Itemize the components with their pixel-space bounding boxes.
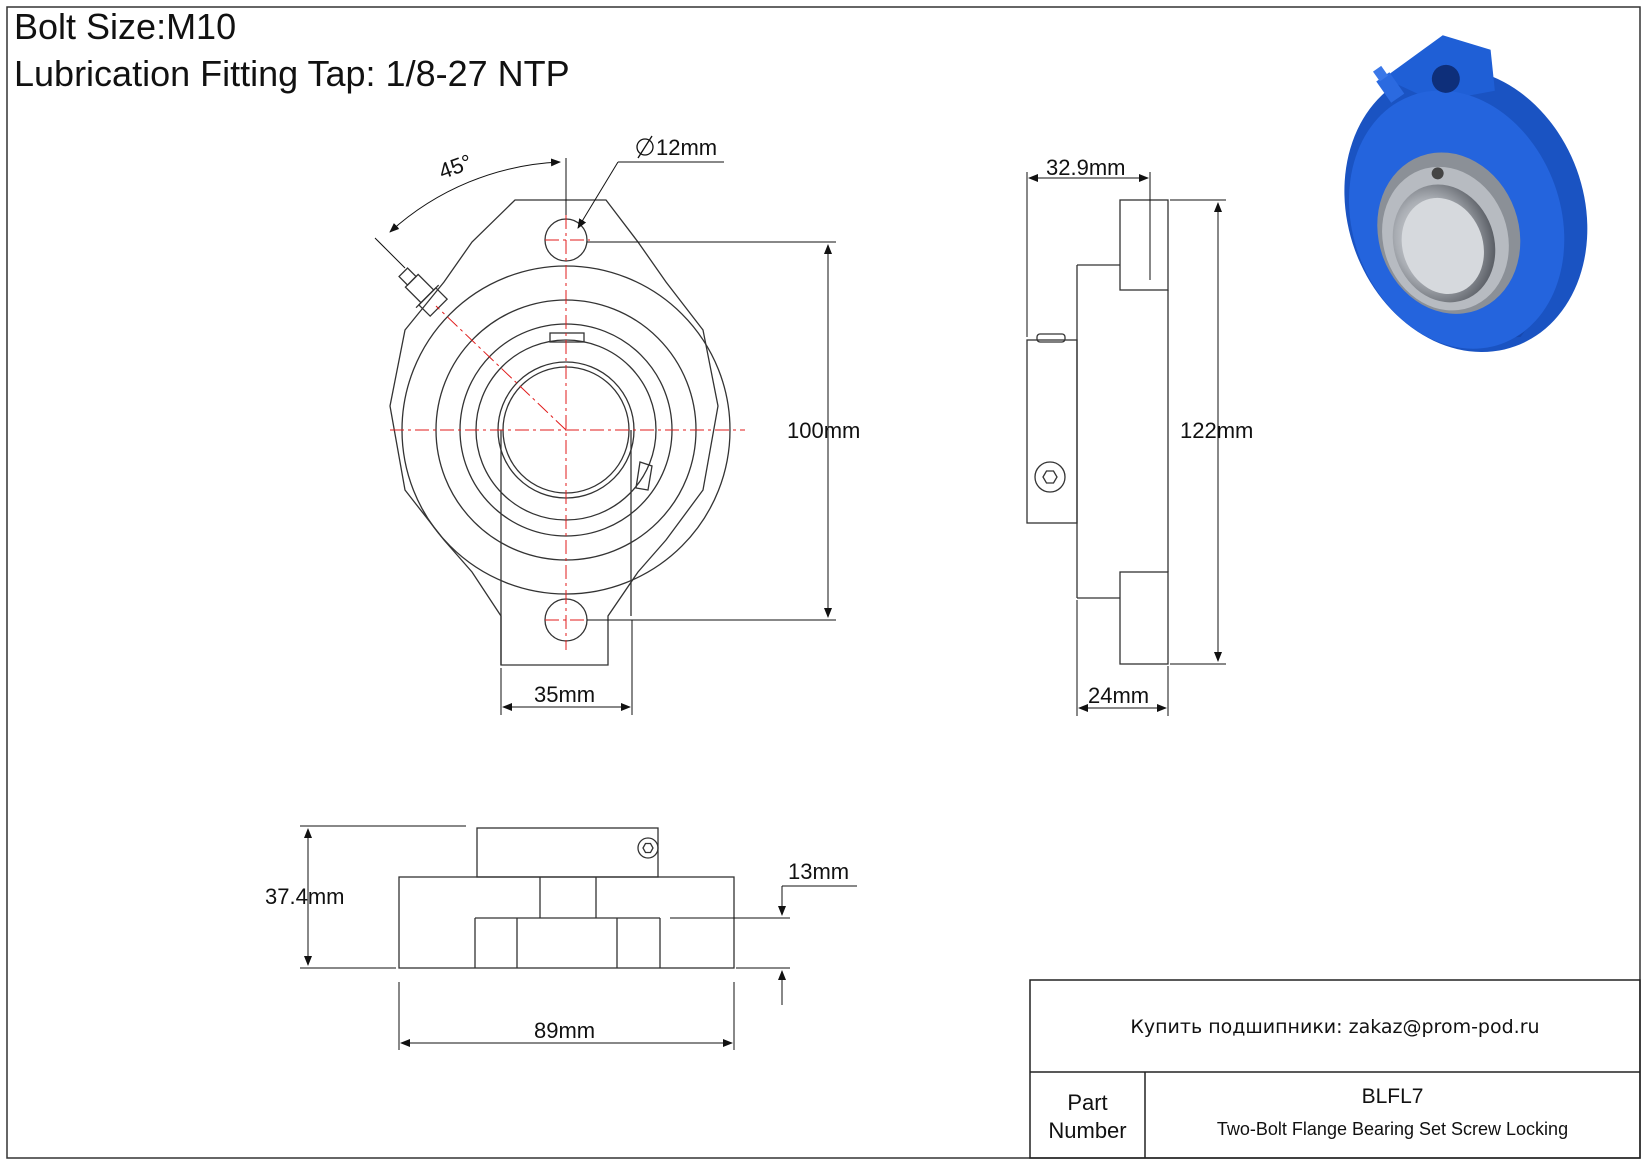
- hole-diameter-label: 12mm: [636, 135, 717, 160]
- title-block: [1029, 979, 1641, 1159]
- flange-thickness-label: 24mm: [1088, 683, 1149, 708]
- top-dimensions: [300, 825, 857, 1050]
- side-view: [1026, 199, 1169, 665]
- part-label-line1: Part: [1067, 1090, 1108, 1115]
- base-thickness-label: 13mm: [788, 859, 849, 884]
- flange-outline: [389, 199, 719, 666]
- lubrication-label: Lubrication Fitting Tap: 1/8-27 NTP: [14, 53, 570, 94]
- sheet-border: [6, 6, 1641, 1159]
- bolt-spacing-label: 100mm: [787, 418, 860, 443]
- center-lines: [390, 215, 745, 650]
- length-label: 89mm: [534, 1018, 595, 1043]
- part-label-line2: Number: [1048, 1118, 1127, 1143]
- part-number: BLFL7: [1361, 1085, 1424, 1108]
- overall-height-label: 122mm: [1180, 418, 1253, 443]
- front-dimensions: [374, 158, 836, 715]
- order-contact-text: Купить подшипники: zakaz@prom-pod.ru: [1130, 1016, 1540, 1038]
- total-height-label: 37.4mm: [265, 884, 344, 909]
- svg-text:12mm: 12mm: [656, 135, 717, 160]
- angle-label: 45°: [435, 149, 475, 184]
- top-view: [398, 827, 735, 969]
- grease-nipple-3d: [1372, 65, 1405, 103]
- flange-width-label: 35mm: [534, 682, 595, 707]
- overall-width-label: 32.9mm: [1046, 155, 1125, 180]
- side-dimensions: [1026, 172, 1226, 716]
- front-view: [389, 199, 731, 666]
- bolt-size-label: Bolt Size:M10: [14, 6, 237, 47]
- grease-fitting: [398, 267, 449, 318]
- bearing-3d-render: [1344, 35, 1588, 353]
- part-description: Two-Bolt Flange Bearing Set Screw Lockin…: [1216, 1119, 1569, 1139]
